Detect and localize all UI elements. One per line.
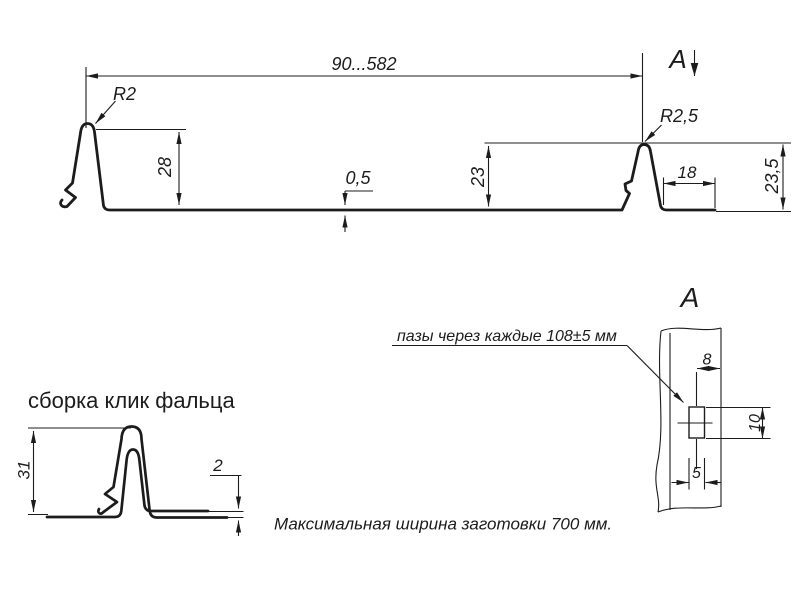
assembly-title: сборка клик фальца — [28, 388, 235, 413]
strip-break-line-left — [655, 330, 662, 513]
assembly-female-profile — [97, 425, 229, 519]
assembly-extension-lines — [28, 427, 244, 519]
thickness-text: 0,5 — [345, 168, 371, 188]
gap-dimension-text: 2 — [212, 456, 223, 475]
slot-note-text: пазы через каждые 108±5 мм — [397, 328, 617, 345]
radius-left-leader — [95, 100, 116, 124]
slot-height-dimension-text: 10 — [747, 414, 764, 432]
height-right-dimension-text: 23 — [468, 167, 488, 188]
height-left-dimension-text: 28 — [155, 157, 175, 178]
radius-left-text: R2 — [113, 84, 136, 104]
assembly-view: сборка клик фальца 31 2 — [15, 388, 244, 536]
profile-extension-lines — [85, 53, 791, 213]
detail-label: A — [679, 282, 700, 313]
strip-break-line-top — [660, 327, 722, 332]
profile-view: 90...582 R2 28 0,5 23 R2,5 18 23,5 A — [59, 44, 791, 232]
overall-height-dimension-text: 23,5 — [762, 158, 782, 195]
width-dimension-text: 90...582 — [331, 54, 396, 74]
section-mark-letter: A — [667, 44, 686, 74]
slot-note-leader — [626, 345, 684, 403]
strip-break-line-bottom — [657, 505, 722, 513]
radius-right-text: R2,5 — [660, 106, 699, 126]
edge-offset-dimension-text: 8 — [703, 352, 712, 369]
footer-note: Максимальная ширина заготовки 700 мм. — [274, 515, 612, 534]
panel-profile-outline — [59, 122, 717, 212]
detail-view: A 8 10 5 пазы через каждые 108±5 мм — [392, 282, 771, 513]
slot-centerlines — [677, 372, 713, 469]
slot-width-dimension-text: 5 — [692, 465, 701, 482]
radius-right-leader — [644, 124, 662, 142]
slot-height-extension-lines — [706, 406, 771, 440]
assembly-male-profile — [45, 448, 210, 519]
assembly-height-dimension-text: 31 — [15, 461, 34, 480]
flange-dimension-text: 18 — [678, 163, 697, 182]
strip-straight-edges — [669, 328, 722, 510]
slot-width-extension-lines — [688, 458, 706, 490]
